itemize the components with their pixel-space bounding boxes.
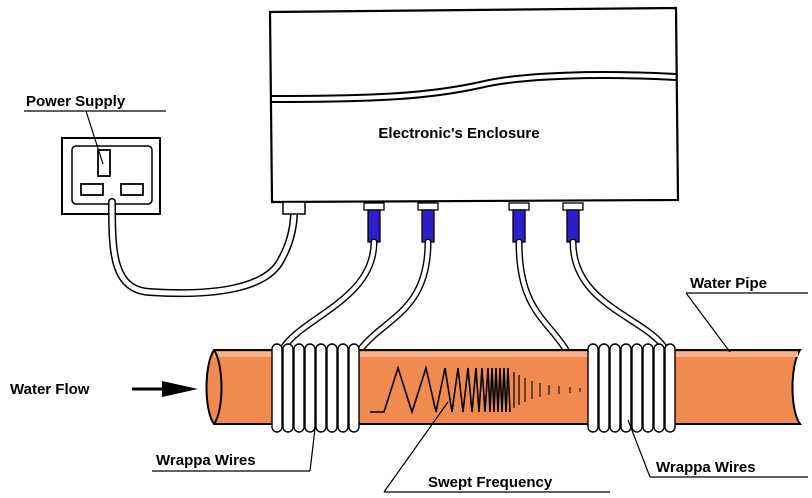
connector-4 [562,202,584,243]
connector-3 [508,202,530,243]
enclosure-label: Electronic's Enclosure [378,125,539,142]
connector-2 [417,202,439,243]
left-wrappa-coil [271,343,360,433]
water-flow-label: Water Flow [10,381,90,398]
signal-cables [278,238,670,354]
cable-connectors [363,202,584,243]
swept-frequency-label: Swept Frequency [428,474,553,491]
wrappa-wires-right-label: Wrappa Wires [656,459,756,476]
swept-frequency-waveform [370,364,581,415]
wrappa-wires-left-label: Wrappa Wires [156,452,256,469]
water-pipe-label: Water Pipe [690,275,767,292]
electronics-enclosure: Electronic's Enclosure [268,6,680,204]
connector-1 [363,202,385,243]
power-cable [108,198,306,298]
power-supply-label: Power Supply [26,93,126,110]
right-wrappa-coil [587,343,676,433]
water-flow-arrow-icon [132,381,198,397]
